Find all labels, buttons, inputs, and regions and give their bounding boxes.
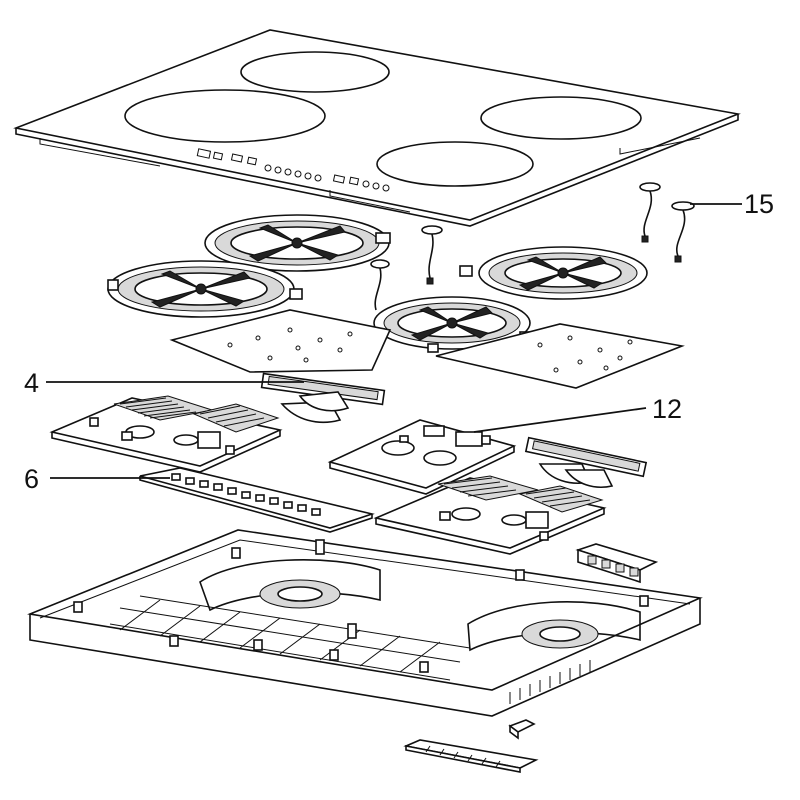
filter-plate (403, 739, 539, 773)
glass-cooktop-plate (13, 29, 741, 227)
callout-15-label: 15 (744, 189, 774, 219)
heatsink-left (113, 395, 280, 433)
fan-housing-left (199, 559, 381, 612)
induction-coil-left (107, 260, 303, 318)
housing-grid (109, 595, 471, 681)
fan-housing-right (467, 601, 641, 652)
induction-coil-center (373, 296, 531, 353)
cooling-fan-right (524, 436, 648, 488)
terminal-block (575, 543, 659, 584)
control-board-12 (327, 419, 517, 495)
callout-12: 12 (473, 394, 682, 433)
callout-6-label: 6 (24, 464, 39, 494)
power-board-left (49, 395, 283, 473)
cooking-zone-rear-left (240, 51, 390, 93)
bottom-housing (27, 529, 703, 717)
cooling-fan-4 (260, 372, 386, 424)
cooking-zone-front-right (376, 141, 534, 187)
callout-4-label: 4 (24, 368, 39, 398)
callout-6: 6 (24, 464, 170, 494)
insulation-sheet-left (169, 309, 392, 373)
insulation-sheet-right (435, 323, 685, 389)
cooking-zone-front-left (124, 89, 326, 143)
temperature-sensor-15 (671, 201, 695, 263)
callout-15: 15 (690, 189, 774, 219)
callout-12-label: 12 (652, 394, 682, 424)
callout-4: 4 (24, 368, 304, 398)
temperature-sensor-left (421, 225, 443, 285)
display-board-6 (139, 467, 375, 533)
power-board-right (373, 475, 607, 555)
induction-coil-right (459, 246, 648, 300)
cooking-zone-rear-right (480, 96, 642, 140)
induction-coil-rear-left (204, 214, 391, 272)
touch-control-panel (196, 148, 390, 192)
cable-clip (508, 719, 536, 740)
housing-vents (509, 660, 591, 704)
temperature-sensor-center (370, 259, 390, 311)
temperature-sensor-rear (639, 182, 661, 243)
